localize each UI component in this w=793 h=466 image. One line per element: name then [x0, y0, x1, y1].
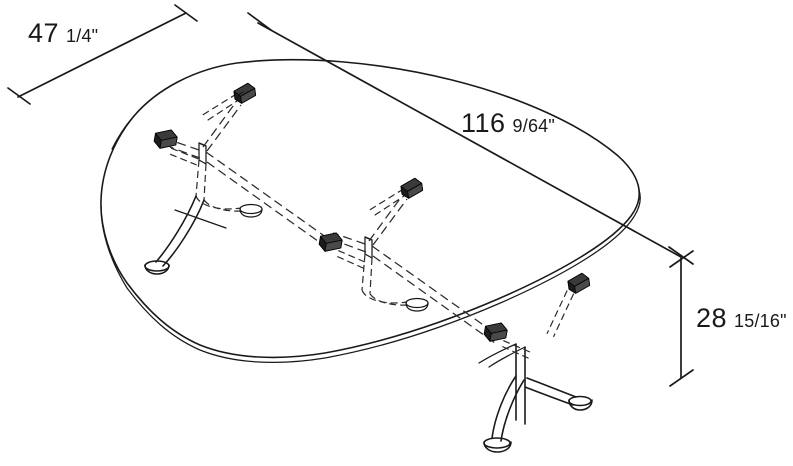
left-base-front-leg [144, 195, 227, 275]
clamp-bracket [546, 272, 591, 338]
table-top-edge-thickness [100, 115, 641, 363]
clamp-bracket [483, 322, 532, 359]
dimension-width-whole: 47 [28, 18, 60, 48]
clamp-bracket [318, 232, 367, 269]
dimension-height-fraction: 15/16 [734, 311, 781, 331]
dimension-length-unit: " [548, 116, 555, 136]
dimension-line-width [7, 4, 198, 105]
dimension-length-whole: 116 [461, 108, 506, 138]
dimension-line-length [247, 12, 694, 265]
dimension-width-unit: " [91, 26, 99, 46]
dimension-label-width: 47 1/4" [28, 20, 98, 47]
dimension-height-whole: 28 [696, 303, 728, 333]
right-base-hidden-structure [332, 195, 497, 344]
clamp-bracket [202, 82, 257, 121]
clamp-bracket [369, 177, 424, 216]
dimension-line-height [669, 250, 694, 387]
left-base-hidden-structure [166, 101, 331, 250]
dimension-height-unit: " [780, 311, 787, 331]
dimension-length-fraction: 9/64 [512, 116, 549, 136]
dimension-width-fraction: 1/4 [66, 26, 92, 46]
right-base-front-legs [478, 343, 593, 453]
dimension-label-height: 28 15/16" [696, 305, 786, 332]
clamp-bracket [153, 129, 200, 166]
dimension-label-length: 116 9/64" [461, 110, 555, 137]
table-top-surface [100, 58, 640, 359]
